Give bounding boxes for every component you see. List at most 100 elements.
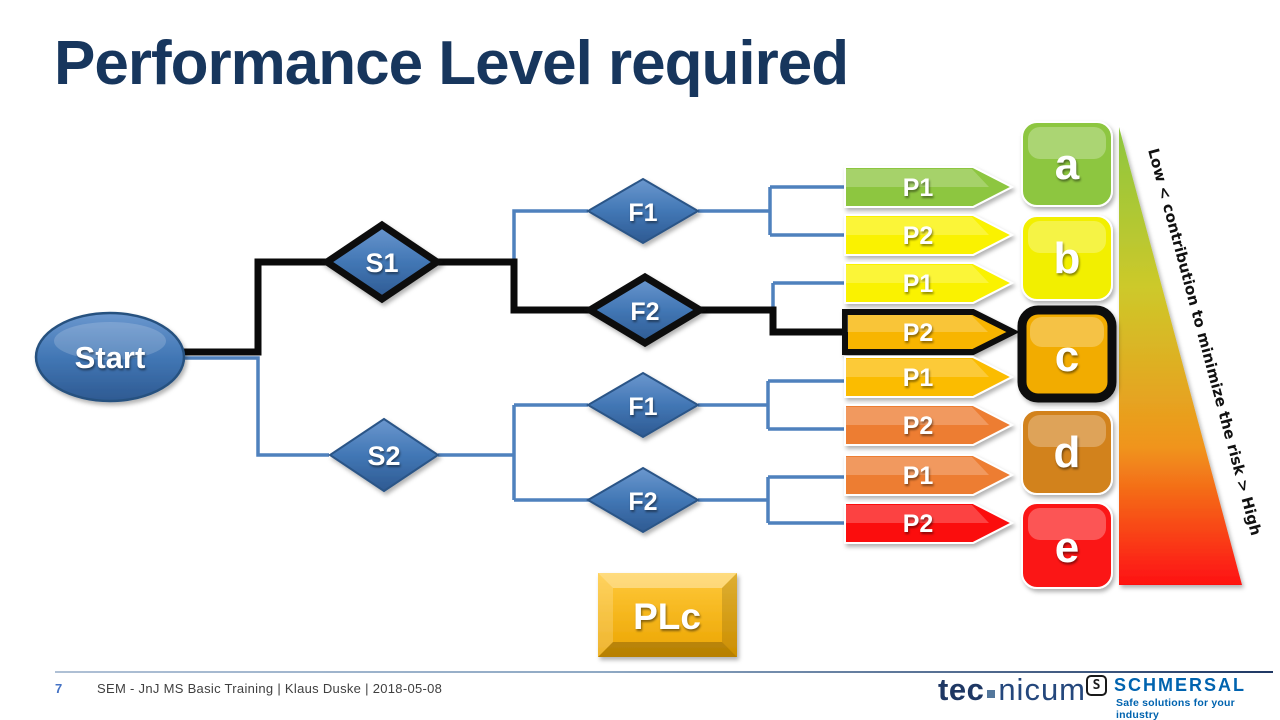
start-gloss [54,322,166,360]
diamond-f2-top [583,272,707,348]
result-bevel-bottom [598,642,737,657]
schmersal-row: S SCHMERSAL [1086,675,1280,696]
arrow-shape [844,214,1015,256]
arrow-p2-to-b: P2 [844,214,1015,256]
slide-title: Performance Level required [54,29,849,98]
arrow-label: P1 [903,364,934,392]
arrow-shape [844,356,1015,398]
arrow-label: P2 [903,222,934,250]
decision-s1: S1 [320,220,444,304]
decision-f1-bottom: F1 [586,371,700,439]
level-box-d: d [1021,409,1113,495]
schmersal-logo: S SCHMERSAL Safe solutions for your indu… [1086,675,1280,720]
schmersal-s-icon: S [1086,675,1107,696]
footer-divider [55,671,1273,673]
arrow-label: P2 [903,319,934,347]
arrow-gloss [846,505,989,523]
level-gloss [1028,508,1106,540]
arrow-p2-to-d: P2 [844,404,1015,446]
s2-label: S2 [367,441,400,471]
result-bevel-left [598,573,613,657]
level-rect [1017,305,1117,403]
arrow-gloss [846,169,989,187]
diamond-f2-bottom [586,466,700,534]
result-bevel-top [598,573,737,588]
s1-label: S1 [365,248,398,278]
arrow-gloss [846,265,989,283]
arrow-p2-to-c-selected: P2 [842,309,1020,355]
performance-level-boxes: a b c d e [1017,121,1117,589]
risk-gradient-triangle [1119,127,1242,585]
arrow-shape [844,166,1015,208]
start-label: Start [75,340,146,375]
arrow-shape [844,454,1015,496]
decision-f1-top: F1 [586,177,700,245]
f2-bottom-label: F2 [628,488,657,516]
level-rect [1021,121,1113,207]
level-label: c [1055,332,1079,381]
level-box-a: a [1021,121,1113,207]
arrow-label: P1 [903,174,934,202]
level-box-e: e [1021,502,1113,589]
level-rect [1021,502,1113,589]
level-gloss [1030,317,1104,347]
arrow-gloss [846,407,989,425]
decision-f2-top: F2 [583,272,707,348]
result-plc-box: PLc [598,573,737,657]
arrow-label: P2 [903,510,934,538]
level-label: e [1055,523,1079,572]
level-gloss [1028,127,1106,159]
level-label: b [1054,234,1081,283]
f2-top-label: F2 [630,298,659,326]
start-node: Start [34,311,186,403]
decision-f2-bottom: F2 [586,466,700,534]
level-rect [1021,215,1113,301]
arrow-p1-to-c: P1 [844,356,1015,398]
start-ellipse [34,311,186,403]
result-label: PLc [633,596,701,637]
arrow-p1-to-d: P1 [844,454,1015,496]
risk-scale: Low < contribution to minimize the risk … [1119,127,1265,585]
selected-path-line [183,258,848,356]
footer-info: SEM - JnJ MS Basic Training | Klaus Dusk… [97,681,443,696]
arrow-label: P1 [903,462,934,490]
level-label: a [1055,140,1080,189]
tecnicum-logo-tec: tec [938,672,985,707]
arrow-label: P1 [903,270,934,298]
arrow-shape [844,262,1015,304]
level-gloss [1028,415,1106,447]
diamond-s2 [328,417,440,493]
level-label: d [1054,428,1081,477]
tecnicum-logo-nicum: nicum [998,672,1087,707]
arrow-label: P2 [903,412,934,440]
probability-arrows: P1 P2 P1 P2 P1 [842,166,1020,544]
arrow-p1-to-b: P1 [844,262,1015,304]
arrow-p1-to-a: P1 [844,166,1015,208]
connector-lines [182,185,848,525]
level-rect [1021,409,1113,495]
arrow-shape [844,404,1015,446]
diamond-f1-top [586,177,700,245]
f1-top-label: F1 [628,199,657,227]
decision-s2: S2 [328,417,440,493]
tecnicum-logo: tec nicum [938,672,1086,708]
level-gloss [1028,221,1106,253]
arrow-gloss [846,457,989,475]
arrow-gloss [846,359,989,377]
page-number: 7 [55,681,63,696]
schmersal-tagline: Safe solutions for your industry [1116,697,1235,720]
result-rect [598,573,737,657]
arrow-gloss [847,315,988,332]
level-box-b: b [1021,215,1113,301]
diamond-f1-bottom [586,371,700,439]
arrow-gloss [846,217,989,235]
arrow-p2-to-e: P2 [844,502,1015,544]
level-box-c-selected: c [1017,305,1117,403]
schmersal-name: SCHMERSAL [1114,675,1247,695]
f1-bottom-label: F1 [628,393,657,421]
arrow-shape [842,309,1020,355]
tecnicum-dot-icon [987,690,996,698]
arrow-shape [844,502,1015,544]
